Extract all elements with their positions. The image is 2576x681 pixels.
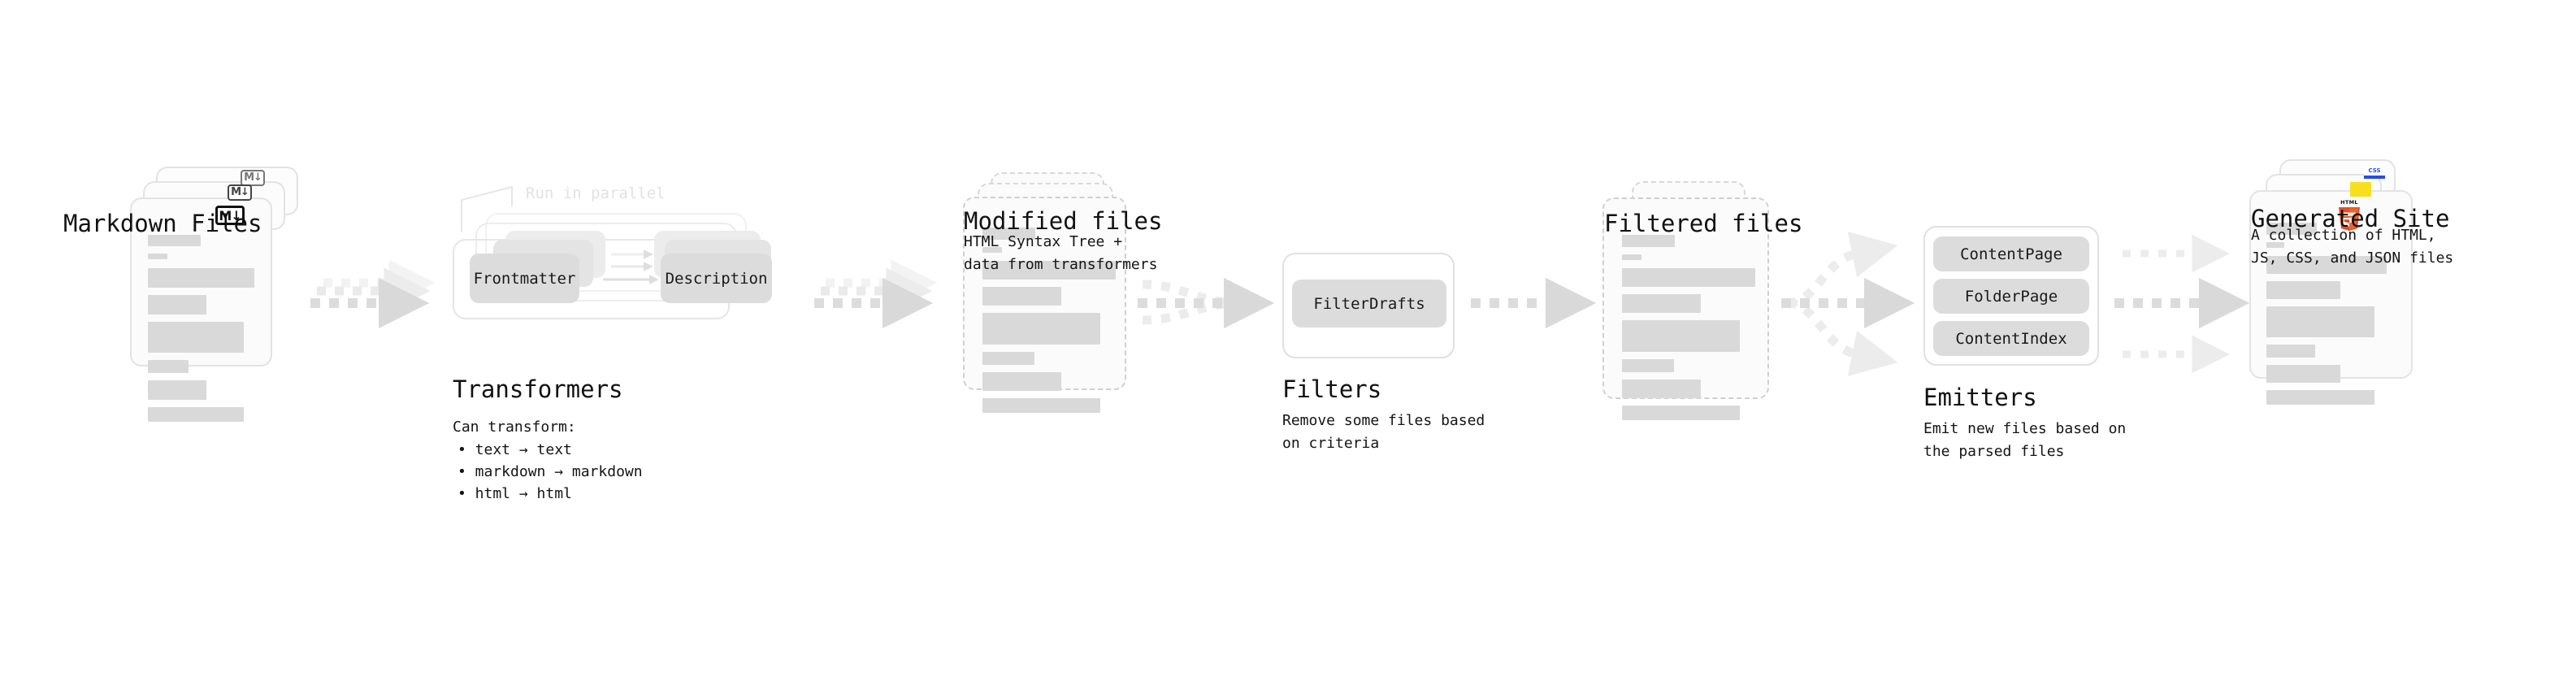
content-bar <box>982 228 1035 240</box>
content-bar <box>2266 306 2374 337</box>
content-bar <box>2266 242 2284 248</box>
generated-file-card <box>2249 190 2413 405</box>
markdown-icon-mid: M↓ <box>228 184 252 201</box>
arrow-modified-to-filters <box>1138 277 1275 329</box>
html5-icon-svg: HTML <box>2339 199 2360 231</box>
modified-file-content-lines <box>982 228 1116 420</box>
transformers-title: Transformers <box>453 375 623 403</box>
arrow-filtered-to-emitters <box>1781 232 1915 376</box>
content-bar <box>1622 254 1641 260</box>
content-bar <box>148 407 244 422</box>
emitters-chip-contentpage[interactable]: ContentPage <box>1933 236 2089 271</box>
content-bar <box>1622 268 1755 287</box>
emitters-chip-contentindex[interactable]: ContentIndex <box>1933 321 2089 356</box>
generated-file-content-lines <box>2266 223 2398 412</box>
content-bar <box>148 360 189 373</box>
markdown-icon-back: M↓ <box>241 170 265 186</box>
run-in-parallel-label: Run in parallel <box>526 184 666 202</box>
content-bar <box>148 380 206 400</box>
arrow-transformers-to-modified <box>814 259 938 329</box>
content-bar <box>2266 365 2340 383</box>
content-bar <box>1622 380 1701 398</box>
content-bar <box>1622 406 1740 420</box>
markdown-icon: M↓ <box>215 206 245 225</box>
transformers-caption-item-2: • html → html <box>458 485 572 502</box>
markdown-files-title: Markdown Files <box>63 210 262 237</box>
content-bar <box>148 254 167 259</box>
transformer-chip-description[interactable]: Description <box>661 254 772 303</box>
filters-chip-filterdrafts[interactable]: FilterDrafts <box>1292 280 1446 327</box>
content-bar <box>148 295 206 314</box>
arrow-emitters-to-site <box>2114 234 2250 374</box>
svg-text:HTML: HTML <box>2340 199 2358 206</box>
emitters-caption: Emit new files based on the parsed files <box>1923 420 2127 460</box>
filters-caption: Remove some files based on criteria <box>1282 412 1485 452</box>
content-bar <box>1622 294 1701 313</box>
transformers-caption-item-1: • markdown → markdown <box>458 463 643 480</box>
content-bar <box>2266 281 2340 299</box>
markdown-file-content-lines <box>148 235 258 429</box>
content-bar <box>982 372 1061 391</box>
modified-files-caption: HTML Syntax Tree + data from transformer… <box>964 233 1158 273</box>
content-bar <box>2266 345 2315 358</box>
transformers-caption-item-0: • text → text <box>458 441 572 458</box>
html5-icon: HTML <box>2335 198 2363 231</box>
content-bar <box>982 352 1034 365</box>
modified-files-title: Modified files <box>964 207 1163 235</box>
js-icon <box>2350 182 2371 197</box>
content-bar <box>148 322 244 353</box>
filtered-files-title: Filtered files <box>1604 210 1803 237</box>
generated-site-caption: A collection of HTML, JS, CSS, and JSON … <box>2251 227 2454 267</box>
content-bar <box>982 287 1061 306</box>
generated-site-title: Generated Site <box>2251 205 2450 232</box>
content-bar <box>1622 235 1675 247</box>
filtered-file-content-lines <box>1622 235 1755 427</box>
content-bar <box>1622 320 1740 352</box>
transformers-caption-head: Can transform: <box>453 419 576 436</box>
content-bar <box>982 247 1002 253</box>
content-bar <box>2266 223 2317 235</box>
filtered-file-card <box>1602 197 1769 420</box>
content-bar <box>2266 390 2374 405</box>
content-bar <box>148 235 201 246</box>
markdown-file-card <box>130 197 272 422</box>
transformer-chip-frontmatter[interactable]: Frontmatter <box>470 254 579 303</box>
content-bar <box>2266 256 2387 274</box>
content-bar <box>1622 359 1674 372</box>
content-bar <box>982 261 1116 280</box>
emitters-title: Emitters <box>1923 384 2037 411</box>
arrow-markdown-to-transformers <box>310 259 436 329</box>
modified-file-card <box>963 197 1126 413</box>
content-bar <box>982 398 1100 413</box>
emitters-chip-folderpage[interactable]: FolderPage <box>1933 279 2089 314</box>
content-bar <box>148 268 254 288</box>
filters-title: Filters <box>1282 375 1382 403</box>
content-bar <box>982 313 1100 345</box>
css-icon: CSS <box>2364 167 2385 179</box>
